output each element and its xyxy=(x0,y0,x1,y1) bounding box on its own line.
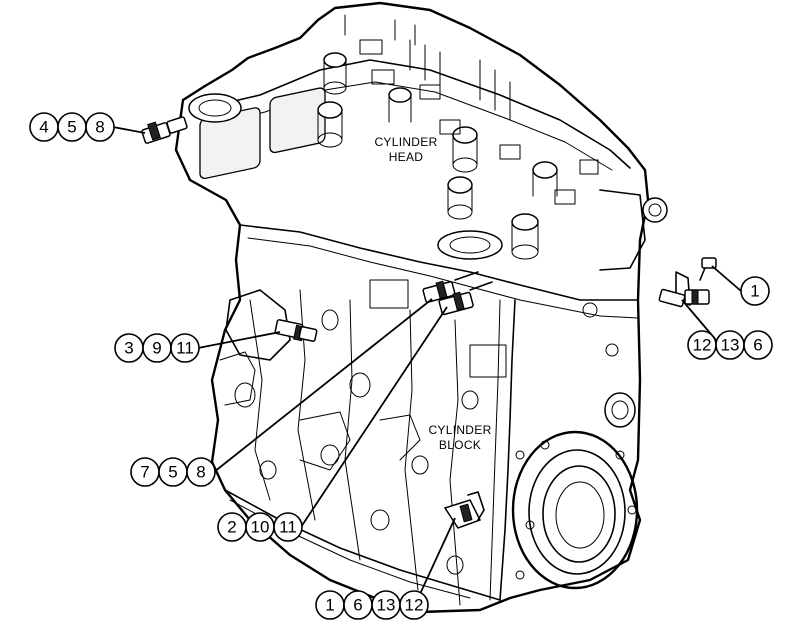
callout-number: 12 xyxy=(405,596,424,615)
cylinder-head-label-line2: HEAD xyxy=(389,150,424,164)
callout-bubble xyxy=(399,590,429,620)
callout-right-sensor: 12 13 6 xyxy=(687,330,773,360)
callout-lower-sensor: 1 6 13 12 xyxy=(315,590,429,620)
callout-number: 8 xyxy=(196,463,205,482)
leader-3-9-11 xyxy=(197,331,281,349)
valve-train-cylinders xyxy=(317,52,558,260)
callout-number: 3 xyxy=(124,339,133,358)
cylinder-block-label-line2: BLOCK xyxy=(439,438,481,452)
callout-bubble xyxy=(85,112,115,142)
callout-number: 1 xyxy=(750,282,759,301)
callout-number: 13 xyxy=(721,336,740,355)
sensor-center-pair xyxy=(422,271,493,316)
callout-bubble xyxy=(186,457,216,487)
callout-number: 5 xyxy=(67,118,76,137)
callout-number: 2 xyxy=(227,518,236,537)
callout-number: 4 xyxy=(39,118,48,137)
leader-1-right xyxy=(711,265,742,292)
callout-center-sensor-b: 2 10 11 xyxy=(217,512,303,542)
callout-number: 5 xyxy=(168,463,177,482)
callout-left-sensor: 3 9 11 xyxy=(114,333,200,363)
sensor-lower xyxy=(443,491,485,529)
callout-number: 1 xyxy=(325,596,334,615)
callout-number: 6 xyxy=(753,336,762,355)
callout-bubble xyxy=(170,333,200,363)
cylinder-head-label-line1: CYLINDER xyxy=(374,135,437,149)
callout-right-bolt: 1 xyxy=(740,276,770,306)
cylinder-block-label-line1: CYLINDER xyxy=(428,423,491,437)
sensor-left xyxy=(274,319,318,342)
callout-bubble xyxy=(273,512,303,542)
callout-number: 11 xyxy=(279,518,297,537)
sensor-upper-left xyxy=(141,116,188,144)
leader-lines xyxy=(112,126,742,595)
callout-number: 9 xyxy=(152,339,161,358)
callout-number: 13 xyxy=(377,596,396,615)
callout-bubble xyxy=(740,276,770,306)
rocker-details xyxy=(344,14,599,205)
leader-2-10-11 xyxy=(300,306,448,528)
callout-upper-left-sensor: 4 5 8 xyxy=(29,112,115,142)
callout-bubble xyxy=(743,330,773,360)
callout-center-sensor-a: 7 5 8 xyxy=(130,457,216,487)
callout-number: 12 xyxy=(693,336,712,355)
callout-number: 6 xyxy=(353,596,362,615)
callout-number: 7 xyxy=(140,463,149,482)
cylinder-head-detail xyxy=(188,14,668,271)
part-labels: CYLINDER HEAD CYLINDER BLOCK xyxy=(374,135,491,452)
block-details xyxy=(219,279,639,590)
sensor-right xyxy=(658,271,710,308)
callout-number: 11 xyxy=(176,339,194,358)
bolt-right xyxy=(699,257,717,281)
leader-4-5-8 xyxy=(112,126,146,134)
leader-7-5-8 xyxy=(213,298,433,473)
leader-1-6-13-12 xyxy=(419,517,456,595)
callout-number: 10 xyxy=(251,518,270,537)
callout-number: 8 xyxy=(95,118,104,137)
